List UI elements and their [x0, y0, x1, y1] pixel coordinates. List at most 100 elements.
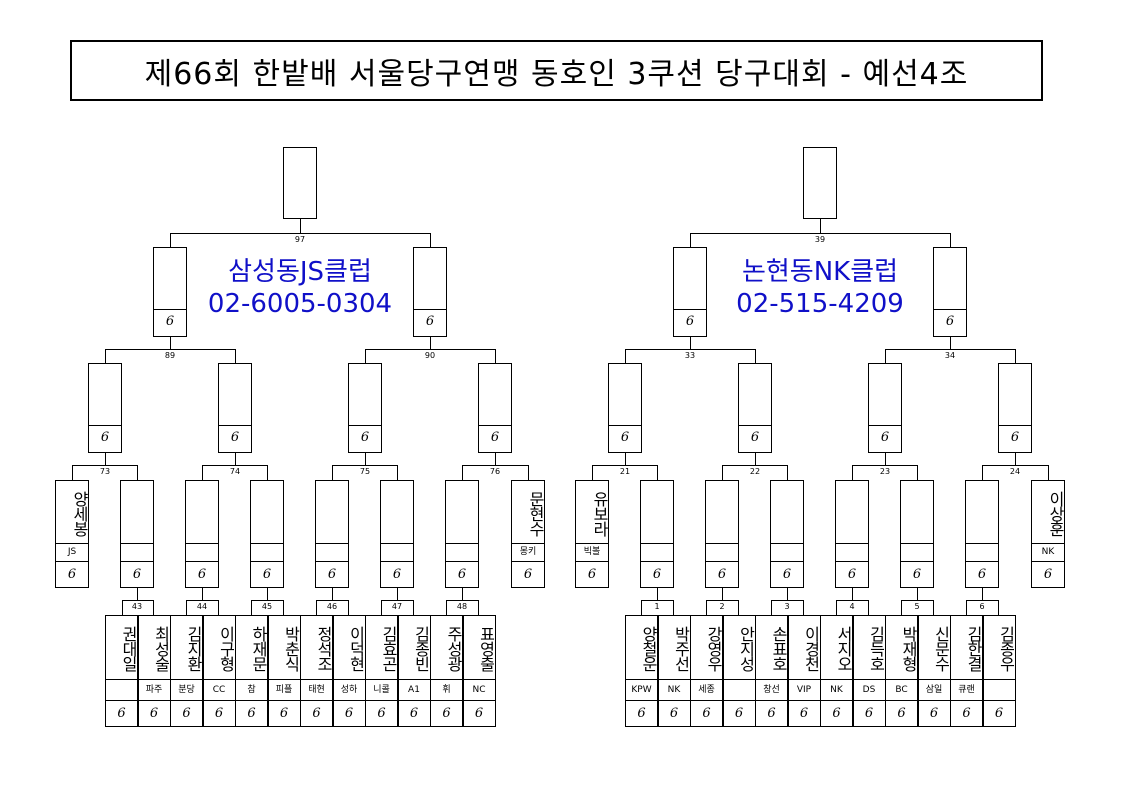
- player-name: 김한결: [964, 625, 983, 671]
- score-mark: 6: [327, 567, 337, 582]
- bracket-line: [787, 588, 788, 601]
- player-club: A1: [408, 685, 420, 695]
- player-score-cell: [690, 700, 723, 727]
- club-ad-left-phone: 02-6005-0304: [207, 289, 393, 319]
- score-mark: 6: [132, 567, 142, 582]
- score-mark: 6: [685, 314, 695, 329]
- player-name: 표영출: [476, 625, 496, 671]
- bracket-line: [332, 588, 333, 601]
- bracket-line: [901, 600, 902, 616]
- score-cell: [933, 309, 967, 337]
- player-club: CC: [212, 685, 226, 695]
- player-name: 권대일: [119, 625, 138, 671]
- match-number: 34: [944, 351, 956, 360]
- bracket-slot: [283, 147, 317, 219]
- player-name: 손표호: [769, 625, 788, 671]
- bracket-line: [885, 349, 1016, 350]
- entry-club-cell: [770, 543, 804, 562]
- bracket-line: [950, 337, 951, 350]
- player-name: 박주선: [671, 625, 691, 671]
- score-cell: [673, 309, 707, 337]
- score-mark: 6: [832, 706, 841, 721]
- score-mark: 6: [262, 567, 272, 582]
- bracket-line: [917, 588, 918, 601]
- player-score-cell: [235, 700, 268, 727]
- bracket-line: [706, 600, 739, 601]
- bracket-line: [592, 465, 593, 481]
- match-number: 45: [261, 602, 273, 611]
- score-cell: [218, 425, 252, 453]
- player-score-cell: [397, 700, 431, 727]
- bracket-line: [332, 465, 333, 481]
- match-number: 1: [654, 602, 660, 611]
- match-number: 97: [294, 235, 306, 244]
- score-mark: 6: [929, 706, 939, 721]
- score-mark: 6: [767, 706, 776, 721]
- bracket-line: [316, 600, 349, 601]
- score-mark: 6: [897, 706, 906, 721]
- bracket-line: [153, 600, 154, 616]
- bracket-line: [186, 600, 219, 601]
- score-mark: 6: [637, 706, 646, 721]
- score-mark: 6: [717, 567, 727, 582]
- bracket-line: [478, 600, 479, 616]
- player-club-cell: [105, 679, 138, 701]
- entry-score-cell: [250, 561, 284, 588]
- player-club: 세종: [698, 685, 715, 695]
- player-score-cell: [267, 700, 301, 727]
- match-number: 75: [359, 467, 371, 476]
- player-club: VIP: [796, 685, 812, 695]
- score-mark: 6: [247, 706, 256, 721]
- entry-score-cell: [640, 561, 674, 588]
- match-number: 3: [784, 602, 790, 611]
- player-name: 안지성: [736, 625, 756, 671]
- entry-score-cell: [900, 561, 934, 588]
- bracket-line: [690, 233, 951, 234]
- bracket-line: [771, 600, 772, 616]
- bracket-line: [332, 465, 398, 466]
- match-number: 6: [979, 602, 985, 611]
- seeded-player-club: 몽키: [519, 547, 537, 557]
- entry-club-cell: [185, 543, 219, 562]
- match-number: 43: [131, 602, 143, 611]
- bracket-line: [397, 588, 398, 601]
- bracket-line: [706, 600, 707, 616]
- match-number: 22: [749, 467, 761, 476]
- seeded-player-name: 이상훈: [1046, 490, 1065, 536]
- bracket-line: [1048, 465, 1049, 481]
- seeded-player-club: 빅볼: [583, 547, 601, 557]
- bracket-line: [495, 349, 496, 364]
- player-name: 박춘식: [281, 625, 301, 671]
- bracket-line: [105, 453, 106, 466]
- player-name: 강영우: [704, 625, 723, 671]
- bracket-line: [673, 600, 674, 616]
- entry-club-cell: [640, 543, 674, 562]
- bracket-line: [348, 600, 349, 616]
- bracket-line: [267, 588, 268, 601]
- score-cell: [608, 425, 642, 453]
- match-number: 76: [489, 467, 501, 476]
- bracket-line: [462, 465, 463, 481]
- bracket-line: [365, 453, 366, 466]
- player-score-cell: [137, 700, 171, 727]
- score-mark: 6: [67, 567, 77, 582]
- seeded-player-name: 문현수: [526, 490, 545, 536]
- bracket-line: [982, 588, 983, 601]
- bracket-line: [251, 600, 252, 616]
- player-name: 김종우: [996, 625, 1016, 671]
- score-cell: [153, 309, 187, 337]
- player-club: 피플: [275, 685, 293, 695]
- score-cell: [738, 425, 772, 453]
- player-score-cell: [755, 700, 788, 727]
- score-mark: 6: [864, 706, 874, 721]
- player-name: 이구형: [216, 625, 236, 671]
- score-mark: 6: [360, 430, 370, 445]
- score-mark: 6: [799, 706, 809, 721]
- bracket-line: [836, 600, 837, 616]
- score-mark: 6: [165, 314, 175, 329]
- score-mark: 6: [994, 706, 1004, 721]
- bracket-line: [641, 600, 642, 616]
- score-mark: 6: [912, 567, 922, 582]
- player-club-cell: [982, 679, 1016, 701]
- score-mark: 6: [442, 706, 451, 721]
